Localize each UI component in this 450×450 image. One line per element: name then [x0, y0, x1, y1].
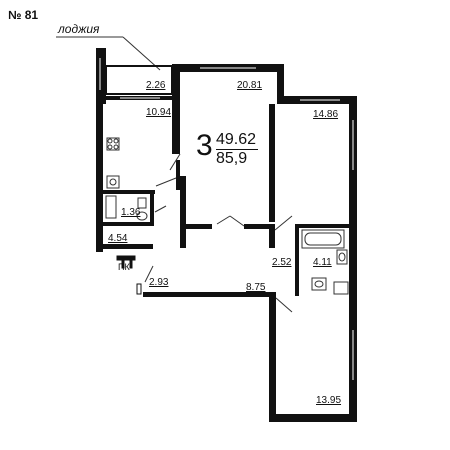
pk-label: ПК — [118, 262, 130, 272]
total-area: 85,9 — [216, 150, 248, 167]
wall-stub-2 — [269, 228, 275, 248]
summary-block: 3 49.62 85,9 — [196, 130, 266, 170]
wall-bottom — [269, 414, 357, 422]
area-bathroom: 4.11 — [313, 257, 332, 268]
wall-left-top — [96, 48, 106, 104]
wall-right-step — [277, 64, 284, 104]
bath-sink-icon — [336, 249, 348, 265]
door-stub — [136, 283, 142, 295]
wall-bath-left — [295, 224, 299, 296]
loggia-pointer-diag — [122, 36, 161, 71]
washer-icon — [333, 281, 349, 295]
loggia-label: лоджия — [58, 22, 100, 36]
wall-hall-v — [180, 176, 186, 248]
door-swings — [144, 153, 293, 313]
toilet-icon — [105, 195, 148, 221]
wall-corridor-bottom — [143, 292, 276, 297]
bathtub-icon — [301, 229, 345, 249]
wall-wc-right — [150, 190, 154, 226]
area-corridor-small: 4.54 — [108, 233, 128, 244]
wall-stub-1 — [176, 160, 180, 190]
area-hall-small: 2.93 — [149, 277, 169, 288]
living-area: 49.62 — [216, 131, 257, 148]
windows — [99, 58, 354, 380]
area-room-top: 20.81 — [237, 80, 263, 91]
area-room-bottom: 13.95 — [316, 395, 342, 406]
bath-toilet-icon — [311, 277, 327, 291]
rooms-count: 3 — [196, 129, 213, 162]
wall-bottom-left — [103, 244, 153, 249]
area-hall-right: 2.52 — [272, 257, 292, 268]
wall-bath-top — [295, 224, 349, 228]
area-kitchen: 10.94 — [146, 107, 172, 118]
pk-marker — [116, 255, 136, 269]
fraction-bar — [216, 149, 258, 150]
wall-left-bottom — [269, 296, 276, 422]
area-wc: 1.36 — [121, 207, 141, 218]
plan-number: № 81 — [8, 8, 39, 22]
stove-icon — [106, 137, 120, 151]
area-corridor: 8.75 — [246, 282, 266, 293]
sink-icon — [106, 175, 120, 189]
area-loggia: 2.26 — [146, 80, 166, 91]
wall-room-bottom — [186, 224, 212, 229]
wall-right — [349, 96, 357, 422]
wall-wc-bottom — [103, 222, 153, 226]
wall-wc-top — [103, 190, 155, 194]
wall-middle-v — [269, 104, 275, 222]
wall-room-bottom-2 — [244, 224, 275, 229]
area-room-right-top: 14.86 — [313, 109, 339, 120]
wall-left — [96, 96, 103, 252]
wall-kitchen-room — [172, 64, 180, 154]
